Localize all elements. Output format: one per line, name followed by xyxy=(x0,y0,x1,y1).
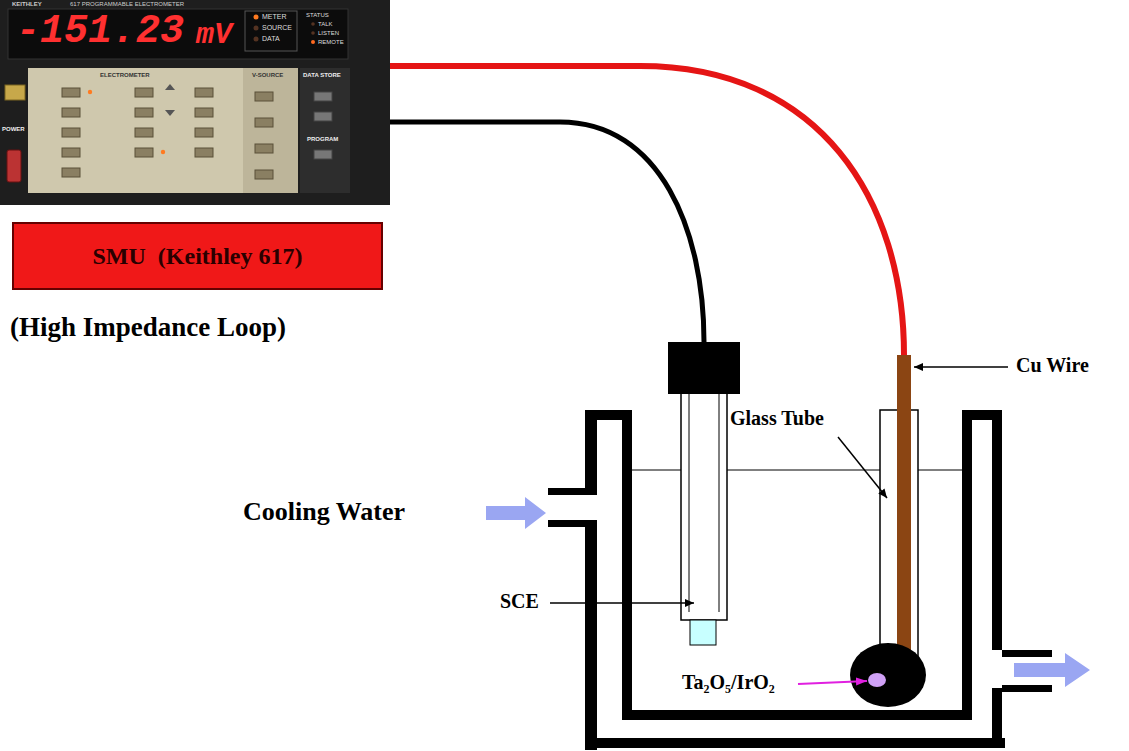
indicator-label: DATA xyxy=(262,35,280,43)
status-label: TALK xyxy=(318,21,333,28)
model-name: 617 PROGRAMMABLE ELECTROMETER xyxy=(70,1,184,8)
electrometer: -151.23 mV KEITHLEY 617 PROGRAMMABLE ELECTR… xyxy=(0,0,390,205)
status-label: STATUS xyxy=(306,12,329,19)
section-label: DATA STORE xyxy=(303,72,341,79)
section-label: ELECTROMETER xyxy=(100,72,150,79)
red-wire xyxy=(390,66,904,355)
power-label: POWER xyxy=(2,126,25,133)
sce-electrode xyxy=(668,342,740,645)
callout-label: Glass Tube xyxy=(730,407,824,430)
smu-box: SMU (Keithley 617) xyxy=(12,222,383,290)
status-label: REMOTE xyxy=(318,39,344,46)
leader-line xyxy=(798,681,867,684)
jacketed-beaker xyxy=(548,410,1052,750)
electrometer-panel xyxy=(0,0,390,205)
display-reading: -151.23 xyxy=(16,12,184,52)
leader-line xyxy=(838,437,887,498)
indicator-label: SOURCE xyxy=(262,24,292,32)
working-electrode xyxy=(850,355,926,707)
section-label: PROGRAM xyxy=(307,136,338,143)
display-unit: mV xyxy=(196,20,232,50)
box-label: SMU (Keithley 617) xyxy=(93,243,303,270)
flow-arrows xyxy=(486,497,1090,687)
impedance-note: (High Impedance Loop) xyxy=(10,312,286,343)
status-label: LISTEN xyxy=(318,30,339,37)
leader-line xyxy=(914,366,1008,368)
indicator-label: METER xyxy=(262,13,287,21)
leader-line xyxy=(550,602,694,604)
inlet-label: Cooling Water xyxy=(243,497,405,527)
brand-name: KEITHLEY xyxy=(12,1,42,8)
callout-label: Cu Wire xyxy=(1016,354,1089,377)
black-wire xyxy=(390,122,704,342)
callout-label: SCE xyxy=(500,590,539,613)
section-label: V-SOURCE xyxy=(252,72,283,79)
callout-label: Ta₂O₅/IrO₂ xyxy=(682,671,775,694)
